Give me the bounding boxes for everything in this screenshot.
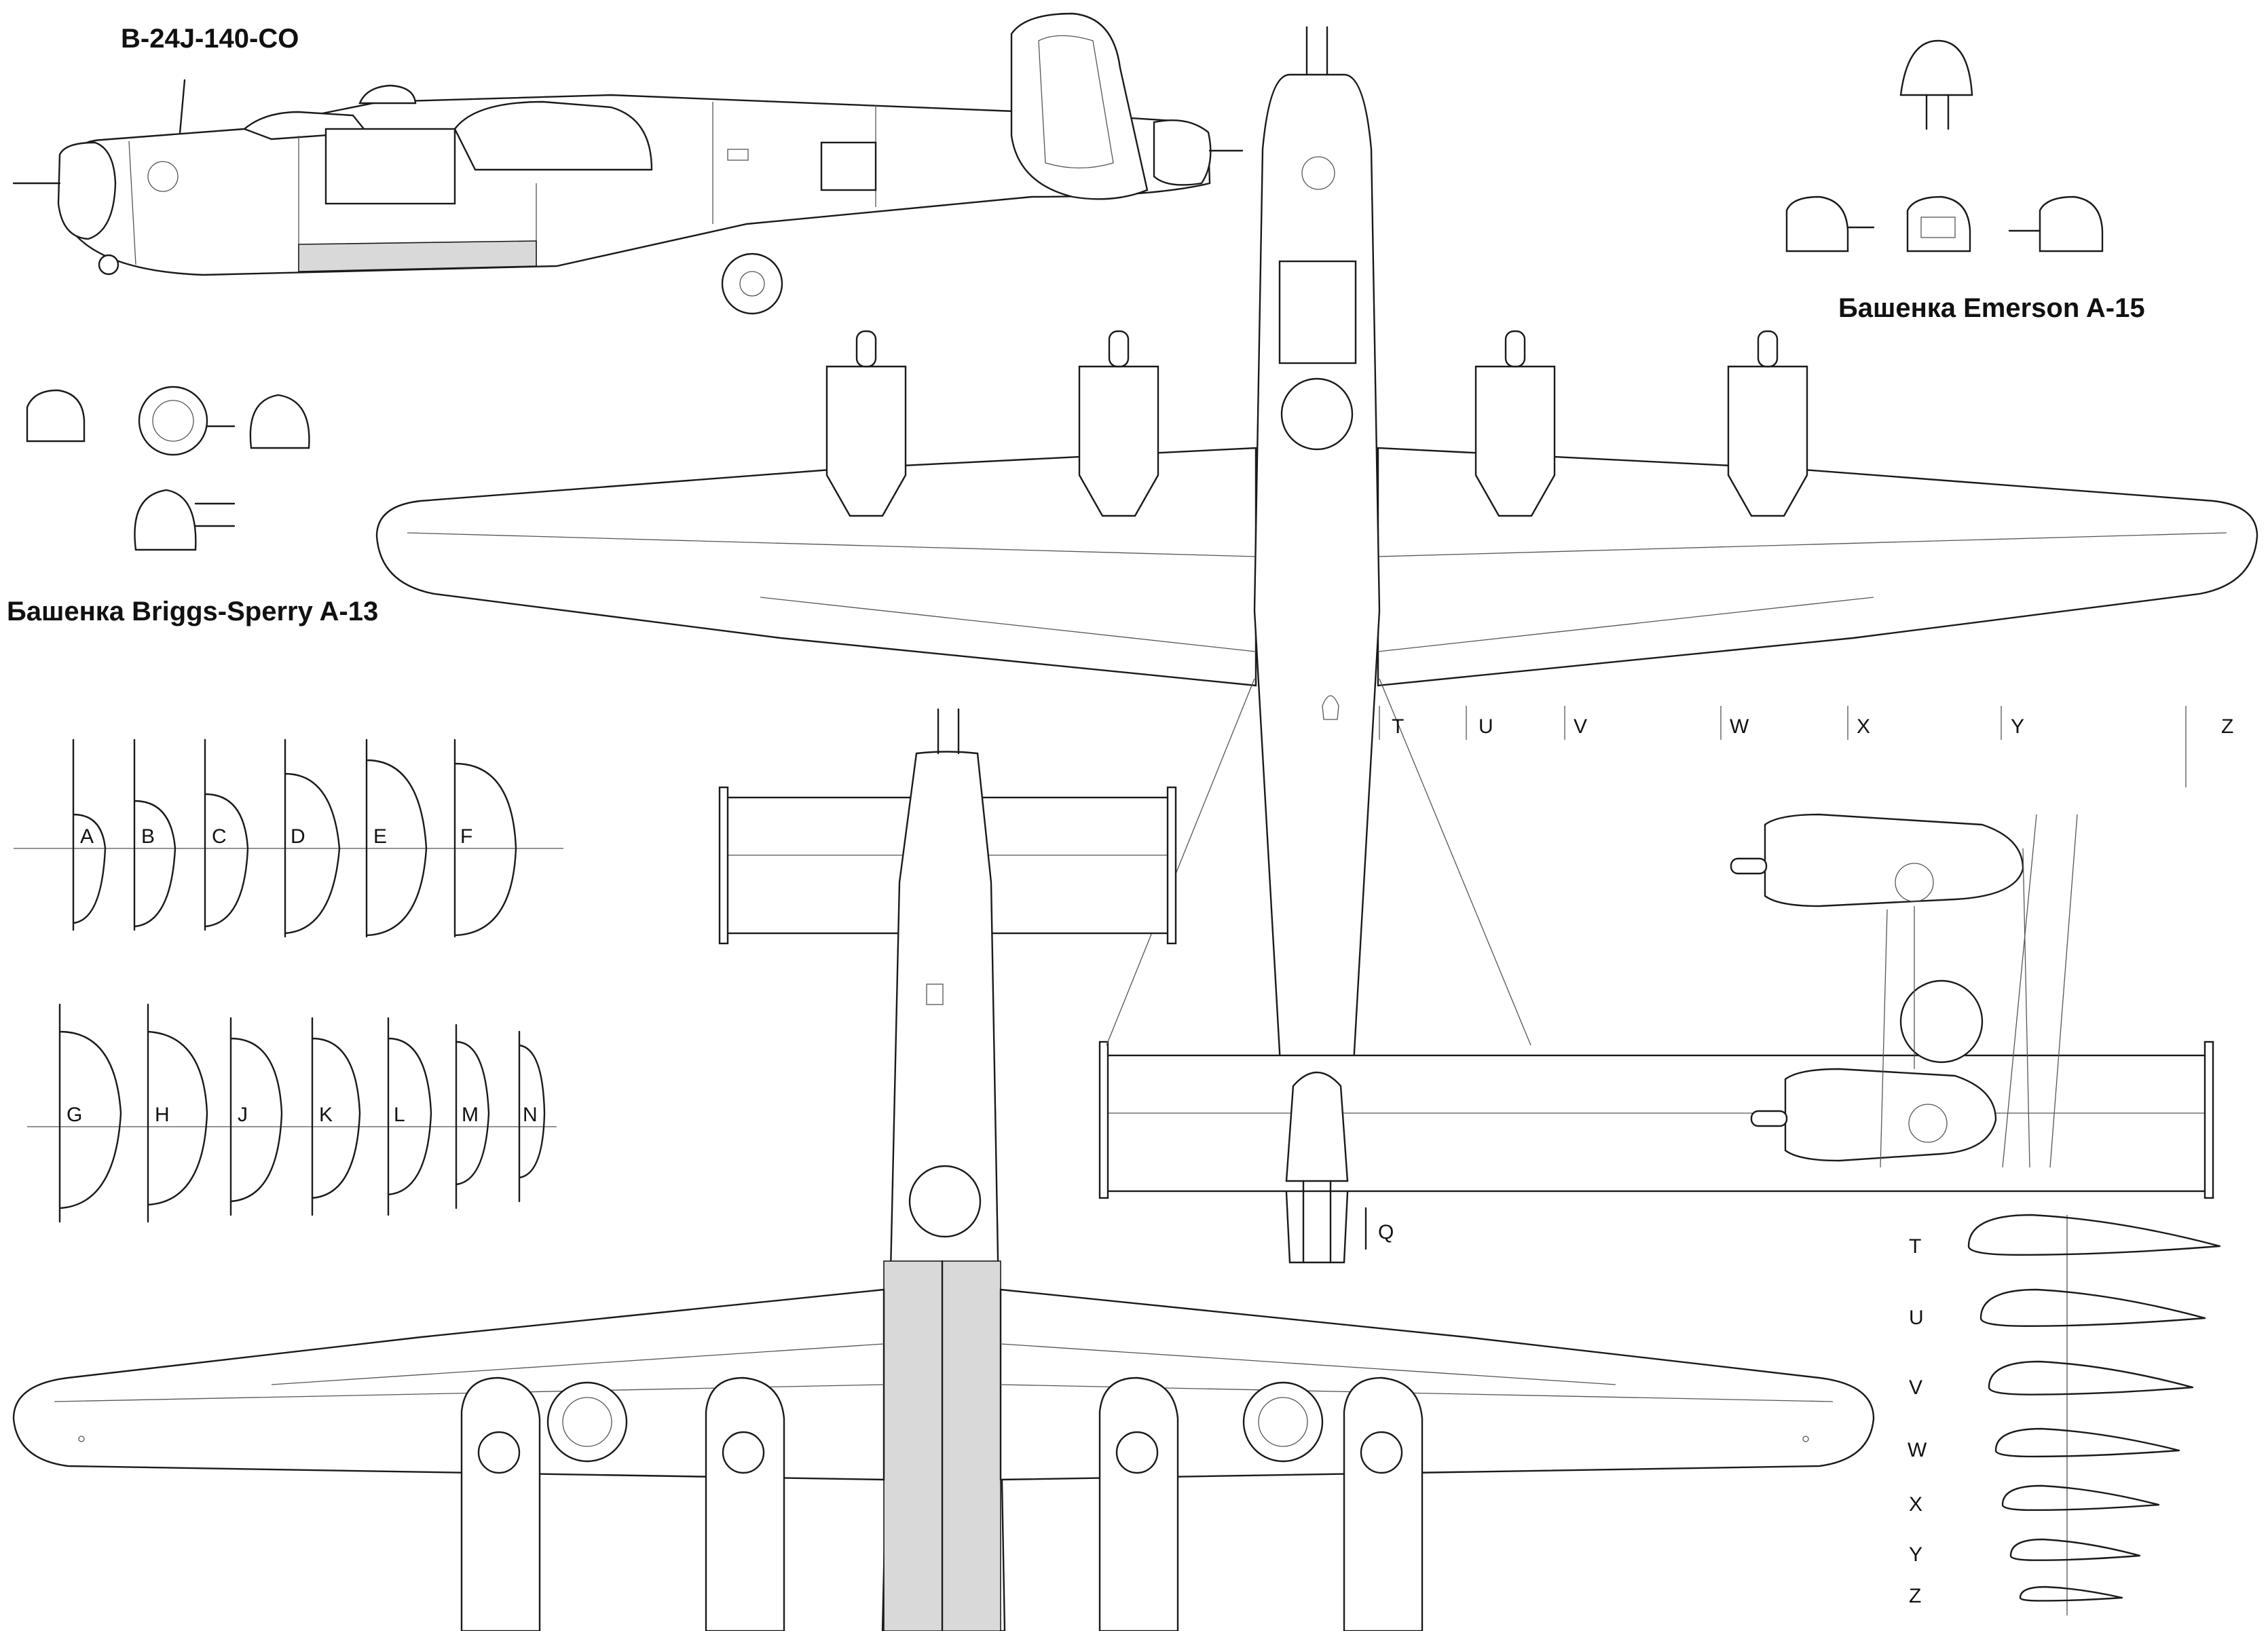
airfoil-profile-t [1967, 1214, 2221, 1256]
briggs-front [249, 394, 310, 449]
section-d: D [291, 825, 305, 848]
station-u: U [1479, 715, 1493, 738]
top-turret-plan [1280, 377, 1354, 451]
bottom-nacelles [460, 1376, 1424, 1631]
briggs-ball-rear [138, 386, 208, 456]
nose-turret [57, 141, 117, 240]
section-j: J [238, 1104, 248, 1126]
airfoil-profile-x [2001, 1484, 2160, 1512]
nacelle-lower [1784, 1068, 1997, 1162]
emerson-rear [1906, 195, 1971, 252]
wing-root-fairing [453, 100, 653, 171]
nacelle-upper [1764, 813, 2024, 907]
bottom-wing-left [12, 1288, 885, 1481]
top-view: Q T U V W X Y Z [375, 26, 2258, 1264]
station-z: Z [2221, 715, 2233, 738]
airfoil-label-z: Z [1909, 1585, 1921, 1607]
model-title: B-24J-140-CO [121, 24, 299, 54]
main-wheel-right [1242, 1381, 1324, 1463]
emerson-side-right [2039, 195, 2104, 252]
top-wing-left [375, 447, 1257, 687]
airfoil-label-x: X [1909, 1493, 1922, 1516]
top-fuselage [1253, 73, 1381, 1264]
airfoil-label-v: V [1909, 1376, 1922, 1399]
station-x: X [1857, 715, 1870, 738]
airfoil-label-u: U [1909, 1307, 1924, 1329]
airfoil-label-w: W [1908, 1439, 1927, 1461]
tail-station-q: Q [1378, 1221, 1394, 1243]
emerson-side-left [1785, 195, 1849, 252]
section-f: F [460, 825, 472, 848]
side-view: B-24J-140-CO [12, 12, 1244, 315]
section-h: H [155, 1104, 170, 1126]
station-w: W [1730, 715, 1749, 738]
nacelle-gear-well [1899, 979, 1984, 1064]
emerson-caption: Башенка Emerson A-15 [1838, 293, 2145, 323]
section-c: C [212, 825, 227, 848]
main-wheel-left [546, 1381, 628, 1463]
top-wing-right [1377, 447, 2258, 687]
bottom-view [12, 708, 1875, 1631]
fuselage-sections-bottom: G H J K L M N [27, 1003, 557, 1223]
tail-turret-side [1153, 119, 1212, 186]
airfoil-profile-v [1988, 1360, 2194, 1395]
station-y: Y [2011, 715, 2024, 738]
main-wheel [721, 252, 783, 315]
briggs-top [134, 489, 197, 551]
section-l: L [394, 1104, 405, 1126]
nacelle-side [324, 128, 456, 205]
briggs-turret-views: Башенка Briggs-Sperry A-13 [7, 386, 378, 626]
fuselage-sections-top: A B C D E F [14, 738, 563, 938]
briggs-caption: Башенка Briggs-Sperry A-13 [7, 597, 378, 626]
tail-fin [1010, 12, 1149, 200]
top-nacelles [825, 330, 1808, 517]
bottom-wing-right [999, 1288, 1875, 1481]
airfoil-label-t: T [1909, 1235, 1921, 1258]
section-m: M [462, 1104, 479, 1126]
airfoil-profile-y [2009, 1538, 2141, 1561]
cockpit-top [1278, 260, 1357, 364]
airfoil-sections: T U V W X Y Z [1908, 1214, 2221, 1615]
airfoil-profile-z [2019, 1586, 2123, 1602]
ball-turret-plan [908, 1165, 982, 1238]
briggs-side [26, 389, 86, 443]
section-e: E [373, 825, 387, 848]
station-v: V [1574, 715, 1587, 738]
airfoil-label-y: Y [1909, 1543, 1922, 1566]
airfoil-profile-w [1994, 1427, 2180, 1458]
section-a: A [80, 825, 94, 848]
nacelle-detail [1730, 813, 2078, 1168]
section-b: B [141, 825, 155, 848]
emerson-front [1899, 39, 1973, 96]
airfoil-profile-u [1979, 1288, 2206, 1327]
section-n: N [523, 1104, 538, 1126]
section-k: K [319, 1104, 333, 1126]
top-turret [358, 84, 417, 105]
top-horizontal-tail [1102, 1054, 2211, 1193]
section-g: G [67, 1104, 82, 1126]
station-t: T [1392, 715, 1404, 738]
emerson-turret-views: Башенка Emerson A-15 [1785, 39, 2145, 323]
